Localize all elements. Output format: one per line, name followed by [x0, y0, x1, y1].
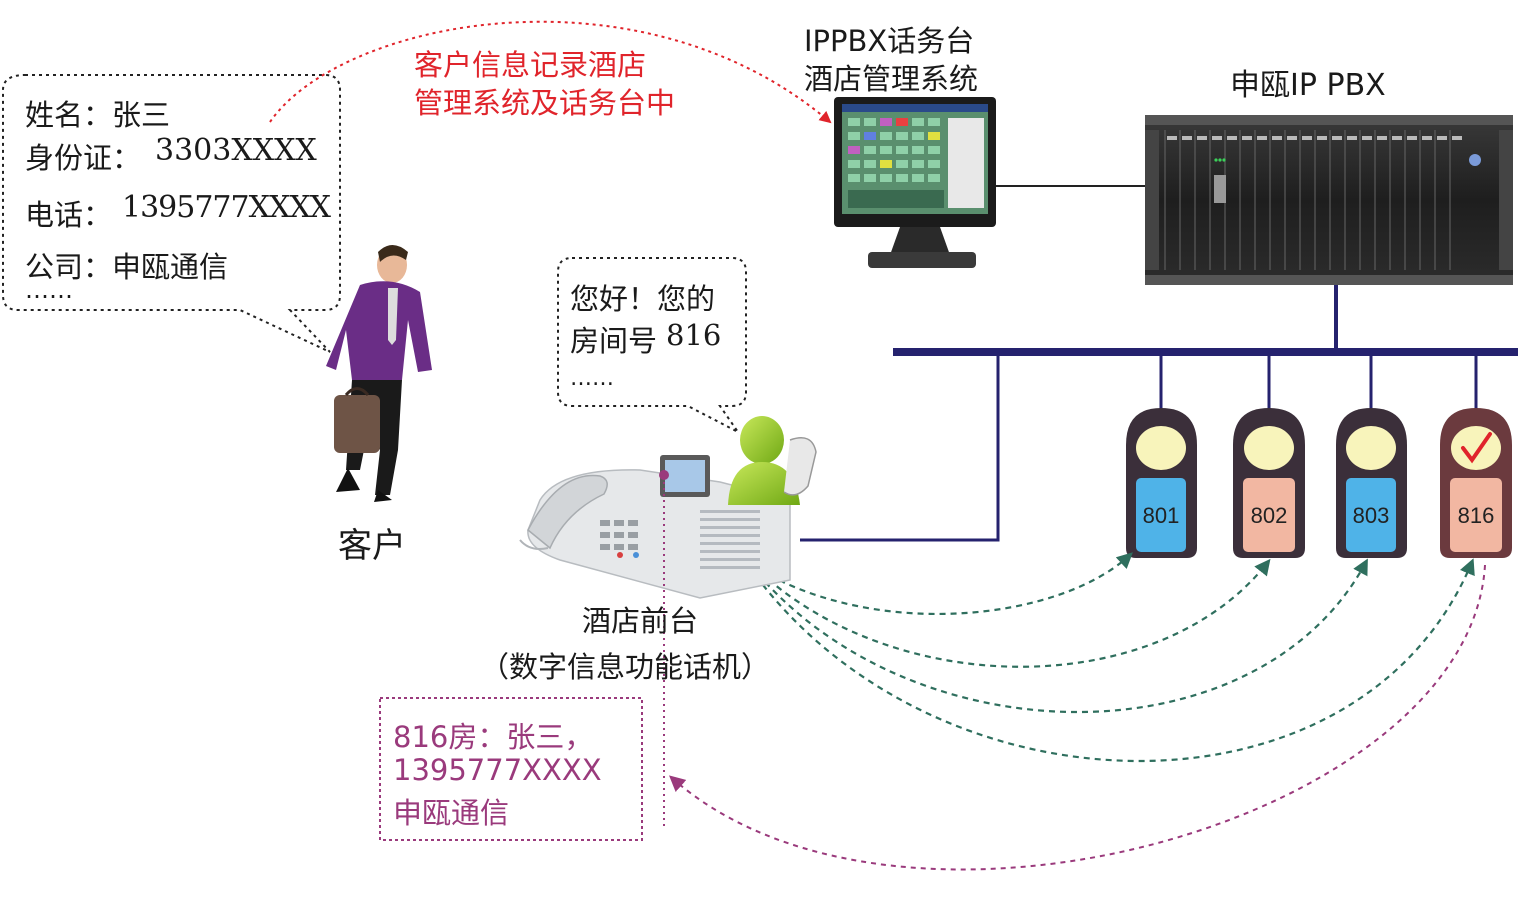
greeting-line1: 您好！您的 — [570, 282, 716, 316]
customer-phone-value: 1395777XXXX — [122, 190, 331, 225]
room-number-803: 803 — [1352, 503, 1390, 528]
console-title-line2: 酒店管理系统 — [804, 62, 979, 96]
pbx-chassis-icon — [1145, 115, 1513, 285]
room-number-802: 802 — [1250, 503, 1288, 528]
walking-businessman-icon — [326, 245, 432, 502]
info-pin-dot — [659, 470, 669, 480]
call-arrow-802 — [759, 558, 1271, 668]
room-tag-801 — [1126, 408, 1197, 558]
room-tag-803 — [1336, 408, 1407, 558]
room-number-816: 816 — [1457, 503, 1495, 528]
caller-info-arrow — [669, 564, 1486, 871]
greeting-line2-value: 816 — [666, 318, 722, 352]
info-display-line2: 1395777XXXX — [393, 753, 602, 787]
call-arrow-801 — [759, 552, 1133, 616]
greeting-ellipsis: …… — [570, 366, 614, 391]
customer-label: 客户 — [338, 526, 406, 566]
greeting-speech-bubble — [557, 257, 747, 433]
customer-phone-label: 电话： — [25, 198, 113, 232]
customer-speech-bubble — [1, 74, 341, 353]
greeting-line2-prefix: 房间号 — [570, 324, 658, 358]
customer-id-label: 身份证： — [25, 141, 142, 175]
check-mark-icon — [1461, 432, 1492, 464]
room-tag-802 — [1233, 408, 1305, 558]
customer-name-line: 姓名：张三 — [25, 98, 171, 132]
record-note-line2: 管理系统及话务台中 — [414, 86, 676, 120]
room-number-801: 801 — [1142, 503, 1180, 528]
caller-info-box — [379, 697, 643, 841]
info-display-line1: 816房：张三， — [393, 720, 594, 754]
console-monitor-icon — [834, 97, 996, 268]
info-display-line3: 申瓯通信 — [393, 796, 510, 830]
pbx-title: 申瓯IP PBX — [1230, 68, 1386, 103]
room-tag-816 — [1440, 408, 1512, 558]
record-note-line1: 客户信息记录酒店 — [414, 48, 647, 82]
front-desk-line2: （数字信息功能话机） — [480, 650, 771, 684]
call-arrow-803 — [757, 558, 1368, 714]
customer-card-ellipsis: …… — [25, 276, 73, 304]
front-desk-link — [800, 352, 1000, 542]
front-desk-line1: 酒店前台 — [582, 604, 699, 638]
front-desk-phone-icon — [519, 455, 791, 599]
console-title-line1: IPPBX话务台 — [804, 24, 975, 58]
customer-company-line: 公司：申瓯通信 — [25, 250, 229, 284]
receptionist-headset-icon — [728, 416, 817, 505]
customer-id-value: 3303XXXX — [155, 133, 317, 168]
call-arrow-816 — [755, 558, 1475, 763]
